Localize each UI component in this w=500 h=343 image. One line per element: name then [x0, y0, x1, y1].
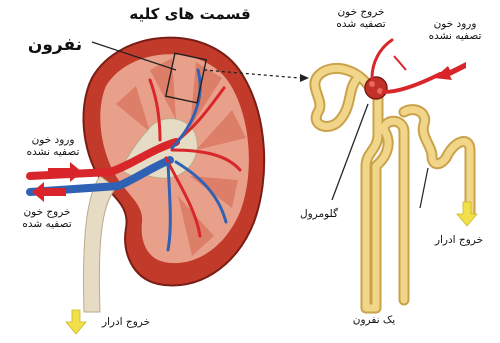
diagram-title: قسمت های کلیه [120, 6, 260, 23]
afferent-arteriole [372, 40, 392, 78]
glomerulus [365, 77, 387, 99]
urine-out-label-left: خروج ادرار [86, 316, 166, 328]
right-blood-in-arrow [434, 62, 466, 80]
nephron-label: نفرون [20, 36, 90, 56]
left-urine-arrow [66, 310, 86, 334]
nephron-tubule-fill [315, 68, 470, 308]
efferent-arteriole [384, 74, 440, 92]
nephron-tubule [315, 68, 470, 308]
glomerulus-label: گلومرول [284, 208, 354, 220]
ureter [84, 176, 116, 312]
blood-in-label-right: ورود خون تصفیه نشده [410, 18, 500, 42]
urine-pointer [420, 168, 428, 208]
blood-out-label-right: خروج خون تصفیه شده [316, 6, 406, 30]
one-nephron-label: یک نفرون [336, 314, 412, 326]
blood-out-label-left: خروج خون تصفیه شده [2, 206, 92, 230]
blood-in-label-left: ورود خون تصفیه نشده [8, 134, 98, 158]
right-blood-out-pointer [394, 56, 406, 70]
left-blood-arrows [32, 162, 82, 202]
urine-out-label-right: خروج ادرار [420, 234, 498, 246]
